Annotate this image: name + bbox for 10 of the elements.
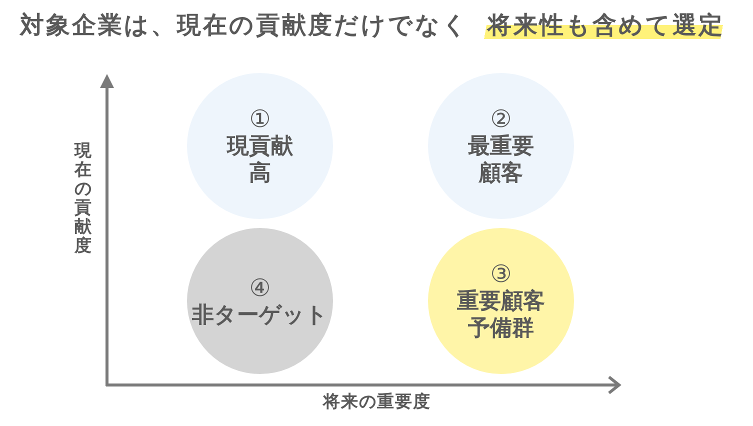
circled-number: ③: [490, 260, 512, 288]
x-axis-label: 将来の重要度: [323, 391, 431, 413]
quadrant-label: 最重要顧客: [466, 133, 535, 187]
circled-number: ②: [490, 105, 512, 133]
quadrant-label: 重要顧客予備群: [456, 288, 546, 342]
quadrant-label: 現貢献高: [226, 133, 294, 187]
y-axis-label: 現在の貢献度: [74, 142, 92, 256]
quadrant-label: 非ターゲット: [192, 302, 328, 328]
circled-number: ④: [249, 274, 271, 302]
circled-number: ①: [249, 105, 271, 133]
